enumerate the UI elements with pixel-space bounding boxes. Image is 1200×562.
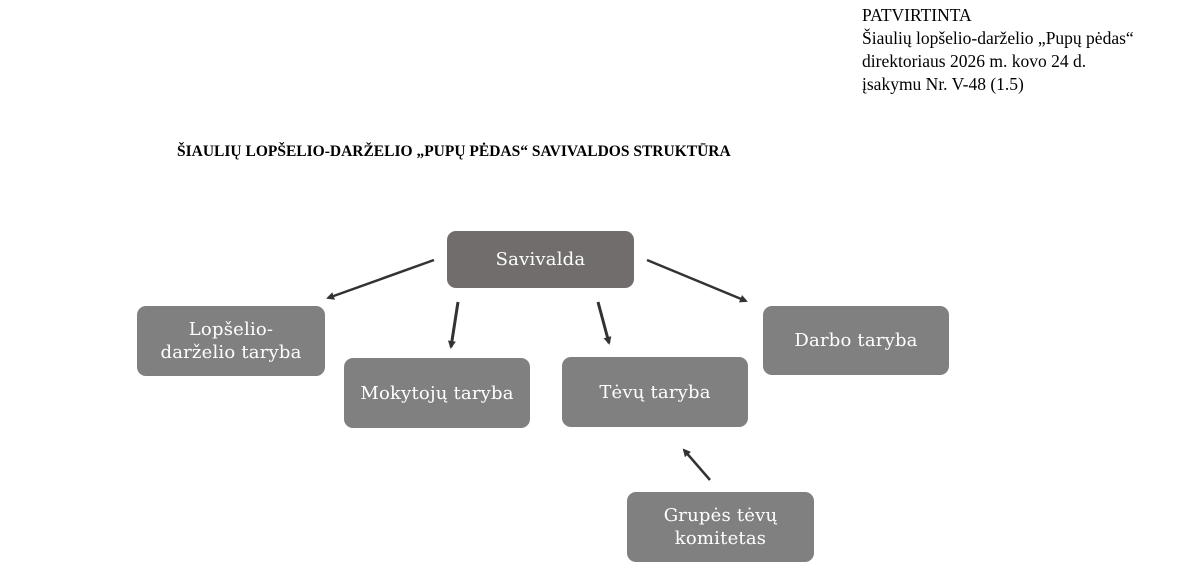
diagram-arrows <box>326 258 748 481</box>
node-label: Tėvų taryba <box>599 381 711 403</box>
document-title: ŠIAULIŲ LOPŠELIO-DARŽELIO „PUPŲ PĖDAS“ S… <box>177 143 731 160</box>
node-darbo-taryba: Darbo taryba <box>763 306 949 375</box>
arrow-to-lopselio <box>326 258 435 300</box>
node-label: Darbo taryba <box>794 330 918 351</box>
node-label: Grupės tėvų <box>663 505 778 526</box>
approval-line: Šiaulių lopšelio-darželio „Pupų pėdas“ <box>862 28 1134 48</box>
node-tevu-taryba: Tėvų taryba <box>562 357 748 427</box>
node-mokytoju-taryba: Mokytojų taryba <box>344 358 530 428</box>
approval-line: direktoriaus 2026 m. kovo 24 d. <box>862 51 1087 71</box>
arrow-to-tevu <box>596 301 612 345</box>
node-label: darželio taryba <box>160 342 302 363</box>
node-savivalda: Savivalda <box>447 231 634 288</box>
node-label: komitetas <box>674 528 767 549</box>
arrow-to-darbo <box>646 258 748 303</box>
node-label: Savivalda <box>495 249 586 270</box>
approval-line: PATVIRTINTA <box>862 5 972 25</box>
approval-block: PATVIRTINTA Šiaulių lopšelio-darželio „P… <box>862 4 1134 96</box>
arrow-to-mokytoju <box>447 301 460 349</box>
node-lopselio-darzelio-taryba: Lopšelio-darželio taryba <box>137 306 325 376</box>
node-label: Mokytojų taryba <box>360 382 514 404</box>
node-label: Lopšelio- <box>188 319 274 340</box>
approval-line: įsakymu Nr. V-48 (1.5) <box>862 74 1024 94</box>
arrow-grupes-to-tevu <box>682 448 711 481</box>
